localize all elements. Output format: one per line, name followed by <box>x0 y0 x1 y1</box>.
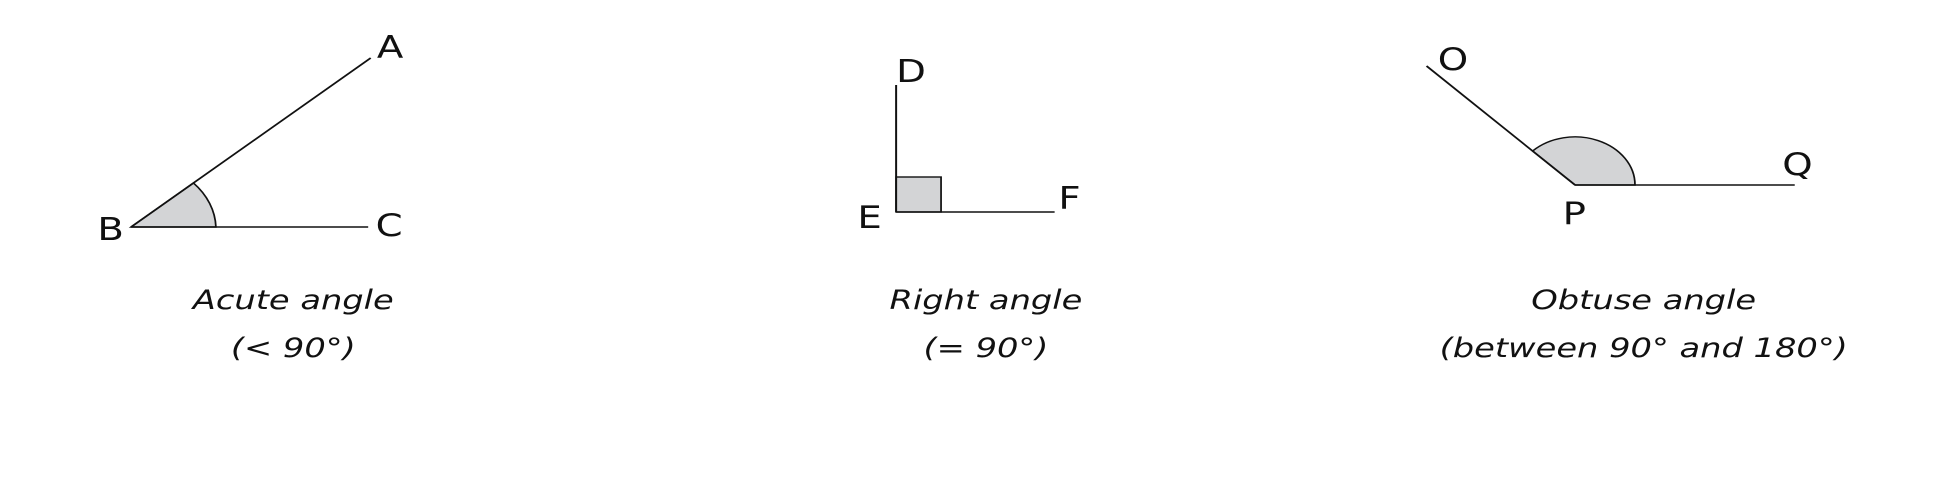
point-label-p: P <box>1563 196 1586 232</box>
acute-angle-figure: A B C Acute angle (< 90°) <box>97 30 403 364</box>
caption: Acute angle <box>191 285 394 316</box>
point-label-f: F <box>1058 181 1080 217</box>
point-label-a: A <box>377 30 403 66</box>
subcaption: (= 90°) <box>924 333 1049 364</box>
acute-angle-arc <box>128 182 217 228</box>
subcaption: (< 90°) <box>231 333 356 364</box>
point-label-o: O <box>1438 42 1468 78</box>
caption: Obtuse angle <box>1531 285 1756 316</box>
point-label-d: D <box>896 54 926 90</box>
point-label-q: Q <box>1782 147 1812 183</box>
obtuse-angle-figure: O P Q Obtuse angle (between 90° and 180°… <box>1425 42 1848 364</box>
ray-po <box>1425 65 1576 186</box>
caption: Right angle <box>890 285 1083 316</box>
right-angle-square <box>895 176 942 213</box>
point-label-e: E <box>857 200 881 236</box>
ray-ba <box>130 57 372 228</box>
point-label-b: B <box>97 212 124 248</box>
subcaption: (between 90° and 180°) <box>1440 333 1848 364</box>
right-angle-figure: D E F Right angle (= 90°) <box>857 54 1082 364</box>
point-label-c: C <box>376 208 403 244</box>
obtuse-angle-arc <box>1531 136 1636 186</box>
